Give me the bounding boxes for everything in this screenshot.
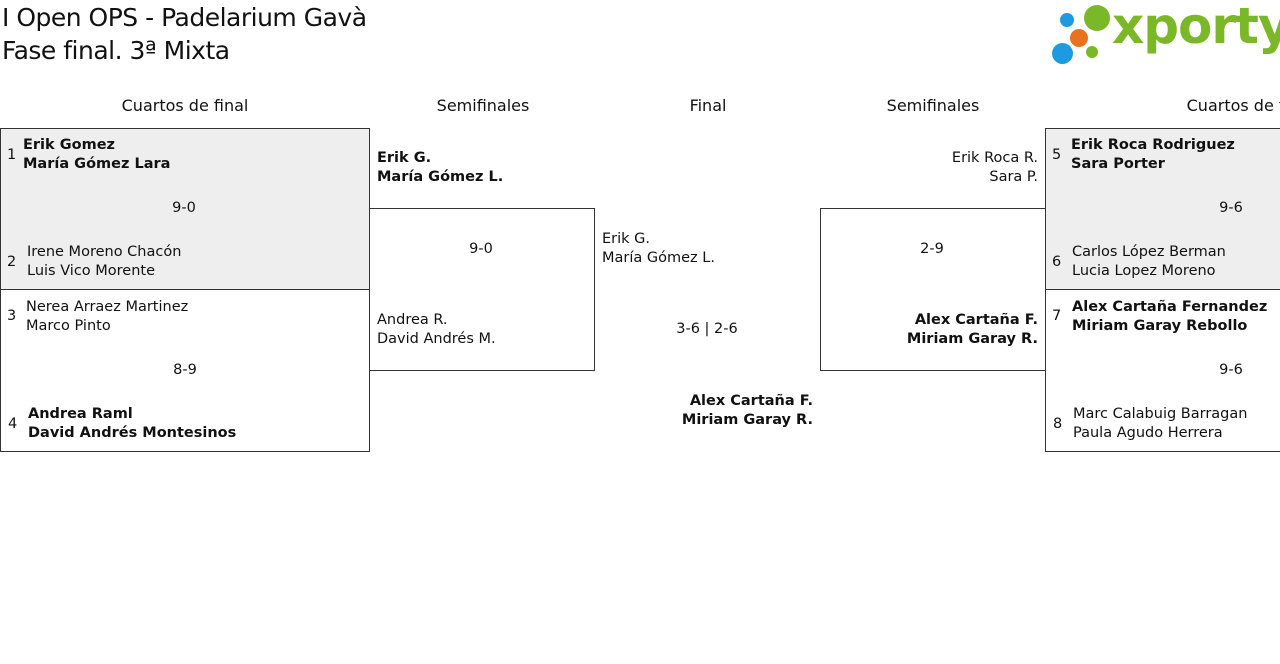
round-heading-sf-left: Semifinales	[436, 96, 530, 115]
player-name: Nerea Arraez Martinez	[26, 299, 189, 315]
match-score: 9-6	[1219, 200, 1243, 216]
logo-dot-blue-large	[1052, 43, 1073, 64]
seed: 4	[8, 416, 18, 432]
xporty-logo[interactable]: xporty	[1050, 0, 1280, 69]
player-name: Sara Porter	[1071, 156, 1165, 172]
sf-right-team-bottom: Alex Cartaña F. Miriam Garay R.	[838, 311, 1038, 349]
seed: 1	[7, 147, 17, 163]
sf-right-team-top: Erik Roca R. Sara P.	[838, 149, 1038, 187]
logo-text: xporty	[1112, 0, 1280, 55]
final-score: 3-6 | 2-6	[676, 321, 738, 337]
player-name: Alex Cartaña Fernandez	[1072, 299, 1268, 315]
round-heading-qf-left: Cuartos de final	[121, 96, 249, 115]
round-heading-final: Final	[689, 96, 727, 115]
logo-dot-orange	[1070, 29, 1088, 47]
player-name: David Andrés Montesinos	[28, 425, 237, 441]
player-name: Erik G.	[377, 150, 432, 166]
player-name: Erik Roca R.	[951, 150, 1038, 166]
page-title: I Open OPS - Padelarium Gavà	[2, 3, 367, 32]
qf-left-match-1: 1 Erik Gomez María Gómez Lara 9-0 2 Iren…	[0, 128, 370, 290]
round-heading-qf-right: Cuartos de final	[1186, 96, 1280, 115]
player-name: Marco Pinto	[26, 318, 111, 334]
team-top: Erik Gomez María Gómez Lara	[23, 136, 170, 174]
match-score: 8-9	[173, 362, 197, 378]
player-name: Erik Roca Rodriguez	[1071, 137, 1235, 153]
player-name: Erik Gomez	[23, 137, 115, 153]
player-name: María Gómez L.	[602, 250, 715, 266]
match-score: 2-9	[920, 241, 944, 257]
seed: 5	[1052, 147, 1062, 163]
team-top: Alex Cartaña Fernandez Miriam Garay Rebo…	[1072, 298, 1267, 336]
player-name: Marc Calabuig Barragan	[1073, 406, 1248, 422]
match-score: 9-0	[172, 200, 196, 216]
seed: 2	[7, 254, 17, 270]
player-name: Miriam Garay R.	[906, 331, 1038, 347]
player-name: Erik G.	[602, 231, 651, 247]
player-name: David Andrés M.	[377, 331, 496, 347]
qf-right-match-1: 5 Erik Roca Rodriguez Sara Porter 9-6 6 …	[1045, 128, 1280, 290]
player-name: Miriam Garay R.	[681, 412, 813, 428]
team-top: Nerea Arraez Martinez Marco Pinto	[26, 298, 188, 336]
player-name: Andrea Raml	[28, 406, 133, 422]
logo-dot-blue	[1060, 13, 1074, 27]
player-name: Irene Moreno Chacón	[27, 244, 182, 260]
player-name: María Gómez Lara	[23, 156, 171, 172]
player-name: Lucia Lopez Moreno	[1072, 263, 1216, 279]
player-name: Alex Cartaña F.	[689, 393, 813, 409]
player-name: Luis Vico Morente	[27, 263, 156, 279]
team-top: Erik Roca Rodriguez Sara Porter	[1071, 136, 1235, 174]
player-name: Carlos López Berman	[1072, 244, 1226, 260]
seed: 3	[7, 308, 17, 324]
logo-dot-green-small	[1086, 46, 1098, 58]
sf-right-match: 2-9 Alex Cartaña F. Miriam Garay R.	[820, 208, 1046, 371]
sf-left-team-top: Erik G. María Gómez L.	[377, 149, 503, 187]
qf-left-match-2: 3 Nerea Arraez Martinez Marco Pinto 8-9 …	[0, 289, 370, 452]
match-score: 9-6	[1219, 362, 1243, 378]
player-name: Alex Cartaña F.	[914, 312, 1038, 328]
page-subtitle: Fase final. 3ª Mixta	[2, 36, 230, 65]
sf-left-team-bottom: Andrea R. David Andrés M.	[377, 311, 496, 349]
logo-dot-green	[1084, 5, 1110, 31]
round-heading-sf-right: Semifinales	[886, 96, 980, 115]
team-bottom: Marc Calabuig Barragan Paula Agudo Herre…	[1073, 405, 1247, 443]
team-bottom: Carlos López Berman Lucia Lopez Moreno	[1072, 243, 1226, 281]
player-name: Andrea R.	[377, 312, 448, 328]
player-name: Paula Agudo Herrera	[1073, 425, 1223, 441]
final-team-bottom: Alex Cartaña F. Miriam Garay R.	[613, 392, 813, 430]
qf-right-match-2: 7 Alex Cartaña Fernandez Miriam Garay Re…	[1045, 289, 1280, 452]
final-team-top: Erik G. María Gómez L.	[602, 230, 715, 268]
seed: 7	[1052, 308, 1062, 324]
sf-left-match: 9-0 Andrea R. David Andrés M.	[369, 208, 595, 371]
player-name: María Gómez L.	[377, 169, 504, 185]
player-name: Sara P.	[989, 169, 1038, 185]
match-score: 9-0	[469, 241, 493, 257]
team-bottom: Andrea Raml David Andrés Montesinos	[28, 405, 236, 443]
seed: 8	[1053, 416, 1063, 432]
team-bottom: Irene Moreno Chacón Luis Vico Morente	[27, 243, 181, 281]
player-name: Miriam Garay Rebollo	[1072, 318, 1248, 334]
seed: 6	[1052, 254, 1062, 270]
